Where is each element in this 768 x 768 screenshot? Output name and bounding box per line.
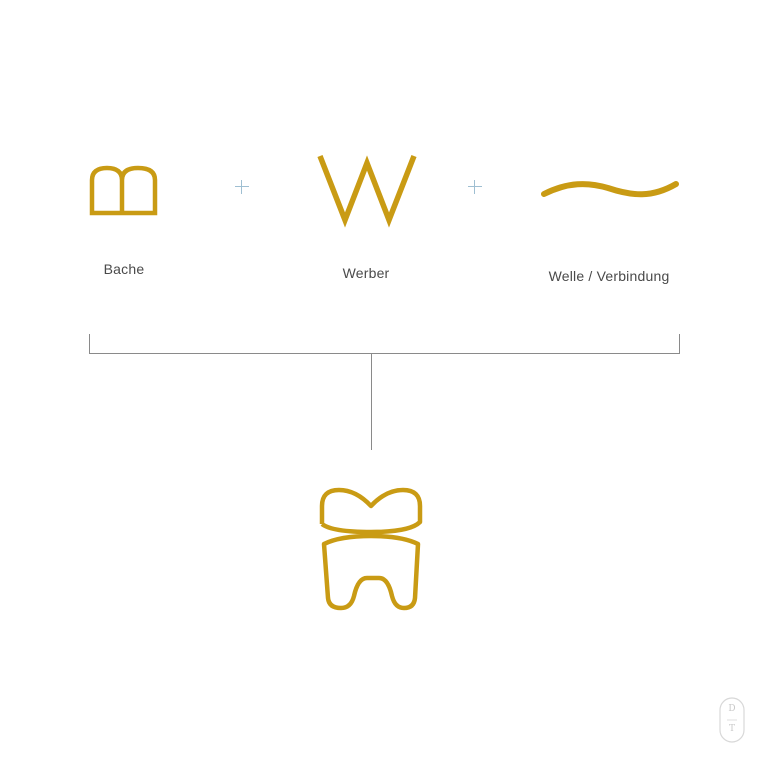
component-label-werber: Werber: [342, 265, 390, 281]
letter-w-icon: [317, 154, 417, 228]
monogram-logo: D T: [719, 697, 745, 743]
tooth-icon: [318, 486, 424, 612]
plus-icon: [235, 180, 249, 194]
monogram-letter-bottom: T: [728, 724, 735, 734]
component-label-welle: Welle / Verbindung: [548, 268, 670, 284]
monogram-letter-top: D: [728, 704, 736, 714]
letter-b-arch-icon: [89, 164, 160, 216]
wave-icon: [540, 176, 680, 202]
plus-icon: [468, 180, 482, 194]
component-label-bache: Bache: [103, 261, 145, 277]
